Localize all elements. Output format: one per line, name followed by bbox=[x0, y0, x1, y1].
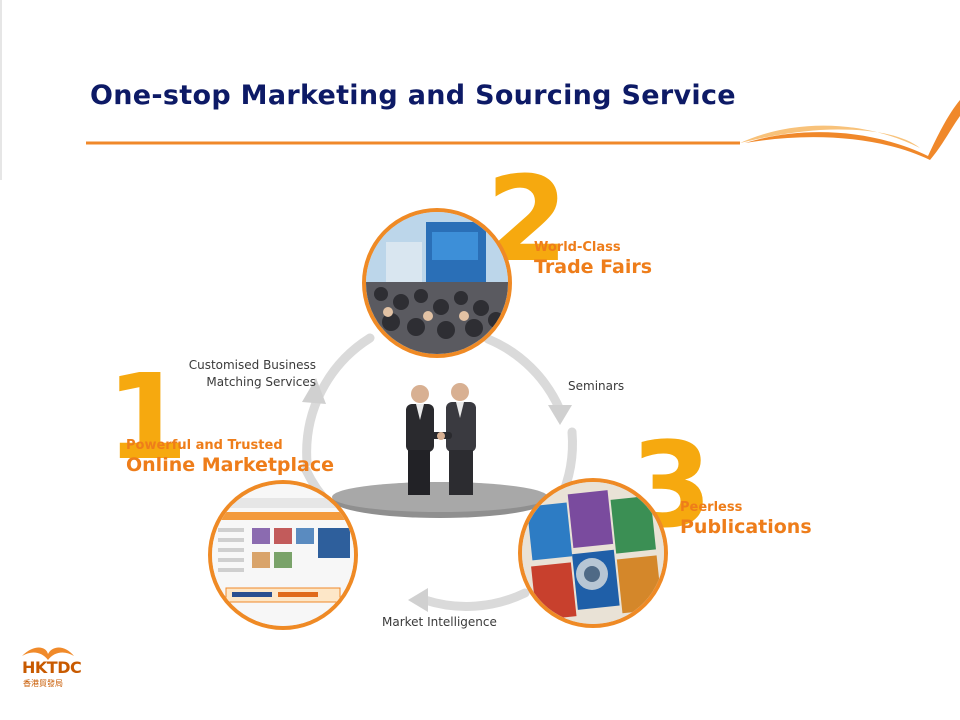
pillar-label-3-line2: Publications bbox=[680, 516, 812, 538]
slide-title: One-stop Marketing and Sourcing Service bbox=[90, 80, 736, 111]
pillar-label-2-line1: World-Class bbox=[534, 240, 621, 255]
hktdc-logo-text: HKTDC bbox=[22, 658, 82, 677]
arrowhead-right bbox=[548, 405, 572, 425]
left-man-head bbox=[411, 385, 429, 403]
arrowhead-bottom bbox=[408, 588, 428, 612]
pillar-label-publications: Peerless Publications bbox=[680, 500, 812, 538]
arrow-segment-bottom bbox=[420, 588, 530, 611]
right-man-body bbox=[446, 402, 476, 452]
right-man-legs bbox=[449, 450, 473, 495]
swoosh-light bbox=[740, 125, 920, 148]
flow-label-market-intelligence: Market Intelligence bbox=[382, 615, 497, 629]
handshake-hands bbox=[437, 432, 445, 440]
flow-matching-line1: Customised Business bbox=[188, 358, 316, 372]
arrowhead-top-left bbox=[302, 378, 326, 404]
stage-platform-top bbox=[332, 482, 548, 512]
header-decoration bbox=[0, 0, 960, 180]
hktdc-logo-chinese: 香港貿發局 bbox=[23, 679, 63, 688]
trade-fair-photo bbox=[362, 208, 512, 358]
hktdc-logo-mark bbox=[22, 647, 74, 660]
flow-label-seminars: Seminars bbox=[568, 379, 625, 393]
pillar-label-3-line1: Peerless bbox=[680, 500, 743, 515]
trade-fair-photo-art bbox=[366, 212, 508, 354]
pillar-label-2-line2: Trade Fairs bbox=[534, 256, 653, 278]
online-marketplace-photo bbox=[208, 480, 358, 630]
publications-photo bbox=[518, 478, 668, 628]
publications-photo-art bbox=[522, 482, 664, 624]
right-man-head bbox=[451, 383, 469, 401]
right-man-shirt bbox=[456, 402, 464, 418]
online-marketplace-photo-art bbox=[212, 484, 354, 626]
pillar-number-1: 1 bbox=[106, 348, 189, 486]
left-man-legs bbox=[408, 450, 430, 495]
arrow-segment-top-left bbox=[302, 333, 375, 467]
flow-label-matching-services: Customised Business Matching Services bbox=[188, 357, 316, 391]
pillar-label-1-line1: Powerful and Trusted bbox=[126, 438, 283, 453]
pillar-label-online-marketplace: Powerful and Trusted Online Marketplace bbox=[126, 438, 334, 476]
pillar-label-1-line2: Online Marketplace bbox=[126, 454, 335, 476]
handshake-illustration bbox=[406, 383, 476, 495]
left-man-shirt bbox=[416, 404, 424, 420]
flow-matching-line2: Matching Services bbox=[206, 374, 316, 389]
arrow-segment-top-right bbox=[483, 334, 565, 415]
left-man-body bbox=[406, 404, 434, 452]
pillar-label-trade-fairs: World-Class Trade Fairs bbox=[534, 240, 652, 278]
